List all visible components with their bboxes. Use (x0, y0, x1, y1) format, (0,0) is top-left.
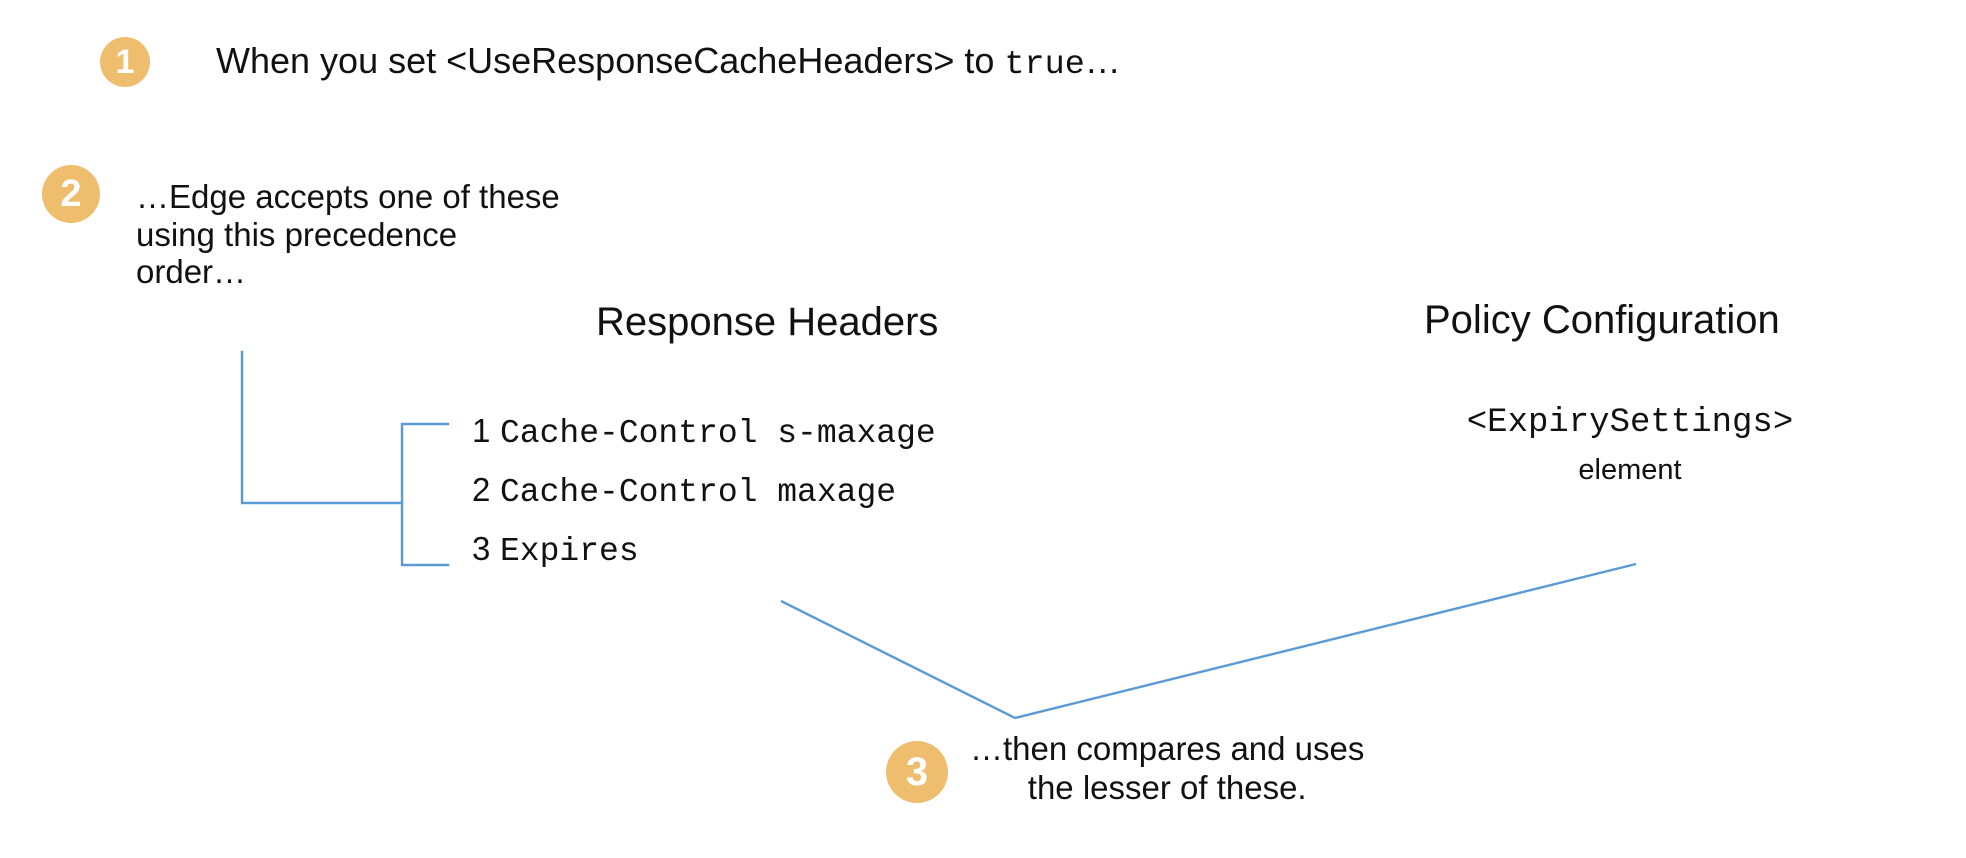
precedence-item-2-label: Cache-Control maxage (500, 474, 897, 511)
policy-configuration-heading: Policy Configuration (1424, 298, 1780, 342)
callout-1-mono-value: true (1004, 46, 1085, 84)
response-headers-heading: Response Headers (596, 300, 939, 344)
list-item: 3 Expires (472, 530, 936, 589)
list-item: 1 Cache-Control s-maxage (472, 412, 936, 471)
policy-configuration-block: <ExpirySettings> element (1404, 404, 1856, 487)
list-item: 2 Cache-Control maxage (472, 471, 936, 530)
precedence-item-3-label: Expires (500, 533, 639, 570)
precedence-item-1-number: 1 (472, 412, 491, 449)
precedence-order-list: 1 Cache-Control s-maxage 2 Cache-Control… (472, 412, 936, 589)
callout-badge-2: 2 (42, 165, 100, 223)
callout-3-line-1: …then compares and uses (970, 730, 1365, 767)
callout-3-line-2: the lesser of these. (1027, 768, 1307, 806)
callout-badge-1: 1 (100, 37, 150, 87)
callout-2-line-2: using this precedence (136, 215, 458, 253)
callout-2-line-1: …Edge accepts one of these (136, 178, 560, 215)
callout-1-prefix: When you set <UseResponseCacheHeaders> t… (216, 40, 1005, 81)
callout-badge-3: 3 (886, 741, 948, 803)
precedence-item-3-number: 3 (472, 530, 491, 567)
callout-2-line-3: order… (136, 253, 247, 291)
callout-1-text: When you set <UseResponseCacheHeaders> t… (216, 40, 1121, 84)
precedence-bracket (400, 422, 450, 567)
callout-2-text: …Edge accepts one of these using this pr… (136, 178, 560, 291)
callout2-elbow-connector (240, 350, 404, 505)
callout-3-text: …then compares and uses the lesser of th… (970, 730, 1364, 808)
precedence-item-1-label: Cache-Control s-maxage (500, 415, 936, 452)
callout-1-suffix: … (1084, 40, 1121, 81)
precedence-item-2-number: 2 (472, 471, 491, 508)
expiry-settings-element-word: element (1578, 454, 1682, 486)
expiry-settings-element-name: <ExpirySettings> (1466, 404, 1794, 442)
